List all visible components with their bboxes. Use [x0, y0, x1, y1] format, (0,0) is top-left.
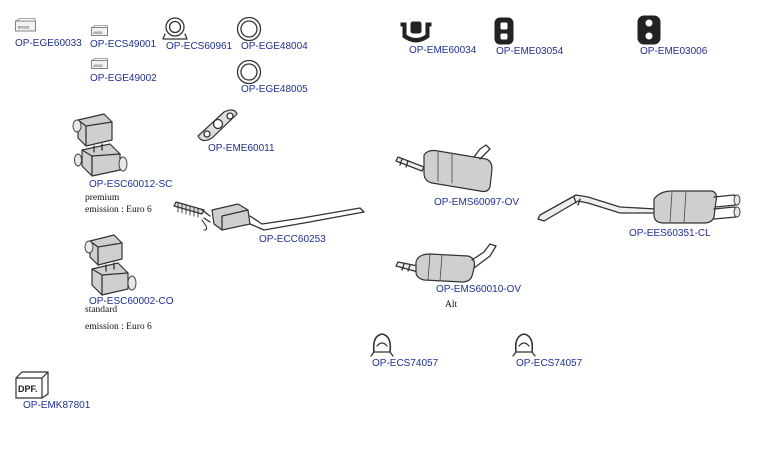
note-alt: Alt: [445, 300, 458, 310]
note-standard: standard: [85, 305, 118, 315]
rubber-mount-icon[interactable]: [400, 20, 432, 44]
part-label-esc60012-sc[interactable]: OP-ESC60012-SC: [89, 179, 173, 190]
part-label-eme03006[interactable]: OP-EME03006: [640, 46, 708, 57]
clamp-box-icon[interactable]: 49001: [91, 25, 109, 37]
part-label-esc60002-co[interactable]: OP-ESC60002-CO: [89, 296, 174, 307]
part-label-ecs74057-a[interactable]: OP-ECS74057: [372, 358, 439, 369]
part-label-ems60010-ov[interactable]: OP-EMS60010-OV: [436, 284, 522, 295]
box-text: 49001: [93, 31, 103, 35]
middle-silencer-icon[interactable]: [394, 143, 496, 195]
rear-silencer-icon[interactable]: [536, 183, 742, 229]
part-label-eme60011[interactable]: OP-EME60011: [208, 143, 275, 154]
part-label-ege48004[interactable]: OP-EGE48004: [241, 41, 308, 52]
part-label-emk87801[interactable]: OP-EMK87801: [23, 400, 91, 411]
middle-silencer-icon[interactable]: [394, 240, 498, 284]
part-label-ees60351-cl[interactable]: OP-EES60351-CL: [629, 228, 711, 239]
note-emission-1: emission : Euro 6: [85, 205, 152, 215]
dpf-kit-box-icon[interactable]: DPF.: [14, 370, 50, 400]
catalytic-converter-icon[interactable]: [80, 233, 137, 297]
gasket-ring-icon[interactable]: [236, 16, 262, 42]
part-label-ems60097-ov[interactable]: OP-EMS60097-OV: [434, 197, 520, 208]
pipe-clamp-icon[interactable]: [370, 330, 394, 358]
catalytic-converter-icon[interactable]: [68, 112, 128, 180]
flange-gasket-icon[interactable]: [194, 108, 240, 142]
part-label-ege60033[interactable]: OP-EGE60033: [15, 38, 82, 49]
rubber-mount-icon[interactable]: [637, 15, 661, 45]
note-premium: premium: [85, 193, 120, 203]
gasket-box-icon[interactable]: 60033: [15, 18, 37, 32]
part-label-eme03054[interactable]: OP-EME03054: [496, 46, 564, 57]
box-text: 49002: [93, 64, 103, 68]
pipe-clamp-icon[interactable]: [512, 330, 536, 358]
part-label-ege49002[interactable]: OP-EGE49002: [90, 73, 157, 84]
part-label-ecs74057-b[interactable]: OP-ECS74057: [516, 358, 583, 369]
dpf-text: DPF.: [18, 384, 38, 394]
gasket-ring-icon[interactable]: [236, 59, 262, 85]
box-text: 60033: [18, 25, 30, 30]
part-label-ecs60961[interactable]: OP-ECS60961: [166, 41, 233, 52]
pipe-clamp-icon[interactable]: [162, 16, 188, 40]
part-label-ecs49001[interactable]: OP-ECS49001: [90, 39, 157, 50]
part-label-ege48005[interactable]: OP-EGE48005: [241, 84, 308, 95]
gasket-box-icon[interactable]: 49002: [91, 58, 109, 70]
rubber-mount-icon[interactable]: [494, 17, 514, 45]
front-pipe-catalyst-icon[interactable]: [172, 196, 368, 236]
part-label-eme60034[interactable]: OP-EME60034: [409, 45, 477, 56]
note-emission-2: emission : Euro 6: [85, 322, 152, 332]
part-label-ecc60253[interactable]: OP-ECC60253: [259, 234, 326, 245]
